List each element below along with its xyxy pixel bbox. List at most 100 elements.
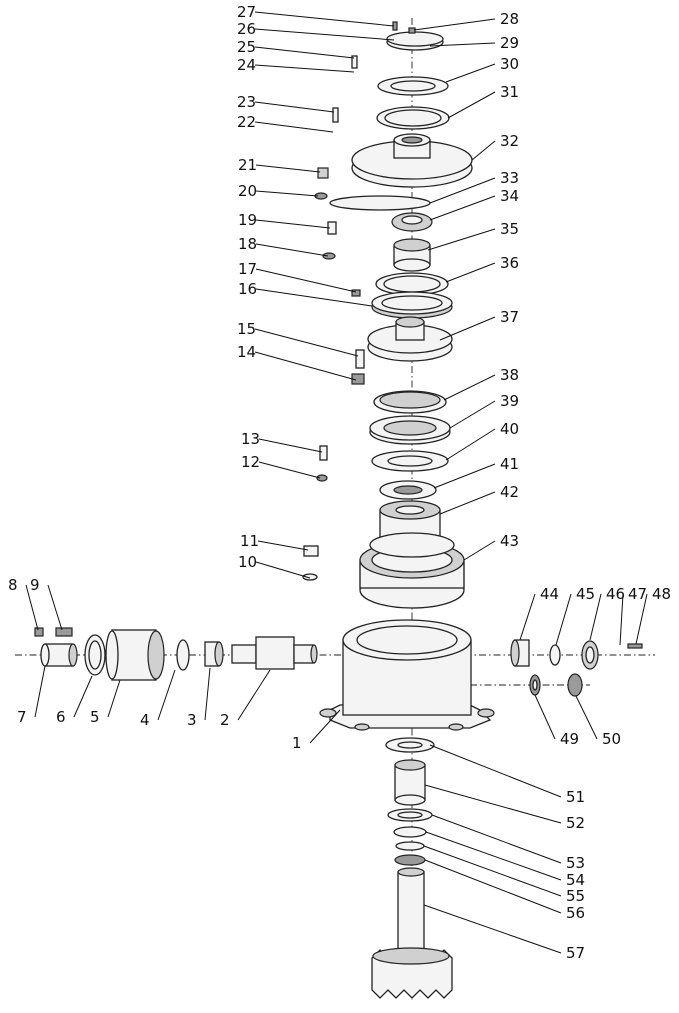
leader-line-33 [429,177,496,204]
callout-label-40: 40 [500,420,519,438]
callout-label-22: 22 [237,113,256,131]
leader-line-44 [519,593,536,641]
callout-label-18: 18 [238,235,257,253]
leader-line-20 [255,190,319,197]
callout-label-48: 48 [652,585,671,603]
callout-label-14: 14 [237,343,256,361]
part-35-bushing [393,238,431,272]
leader-line-27 [254,11,395,27]
callout-label-46: 46 [606,585,625,603]
part-51-washer [385,737,435,753]
part-49-ring [529,674,541,696]
leader-line-11 [257,540,309,551]
part-32-end-plate [351,133,473,188]
leader-line-26 [254,28,395,41]
callout-label-4: 4 [140,711,150,729]
part-57-pinion-shaft [371,867,453,999]
leader-line-24 [254,64,355,73]
leader-line-56 [424,859,562,914]
callout-label-8: 8 [8,576,18,594]
callout-label-52: 52 [566,814,585,832]
callout-label-33: 33 [500,169,519,187]
callout-label-38: 38 [500,366,519,384]
callout-label-37: 37 [500,308,519,326]
callout-label-28: 28 [500,10,519,28]
part-41-plate [379,480,437,500]
leader-line-31 [447,91,496,119]
leader-line-39 [449,400,496,429]
callout-label-24: 24 [237,56,256,74]
leader-line-34 [429,195,496,221]
callout-label-53: 53 [566,854,585,872]
part-48-pin [627,643,643,649]
part-38-ring [373,390,447,414]
leader-line-37 [439,316,496,341]
callout-label-39: 39 [500,392,519,410]
callout-label-1: 1 [292,734,302,752]
callout-label-45: 45 [576,585,595,603]
part-16-17-plates [371,291,453,319]
part-44-bushing [510,639,530,667]
leader-line-6 [73,675,93,718]
part-45-ring [549,644,561,666]
leader-line-38 [443,374,496,401]
leader-line-50 [575,695,598,740]
leader-line-30 [445,63,496,83]
part-43-ring-gear [359,532,465,609]
callout-label-6: 6 [56,708,66,726]
leader-line-28 [413,18,496,31]
callout-label-44: 44 [540,585,559,603]
leader-line-19 [255,219,331,229]
callout-label-11: 11 [240,532,259,550]
part-9-spring [55,627,73,637]
callout-label-31: 31 [500,83,519,101]
callout-label-49: 49 [560,730,579,748]
callout-label-29: 29 [500,34,519,52]
callout-label-5: 5 [90,708,100,726]
leader-line-51 [429,744,562,798]
callout-label-17: 17 [238,260,257,278]
callout-label-25: 25 [237,38,256,56]
callout-label-56: 56 [566,904,585,922]
leader-line-54 [425,831,562,881]
callout-label-57: 57 [566,944,585,962]
callout-label-36: 36 [500,254,519,272]
leader-line-18 [255,243,329,257]
part-34-bearing [391,212,433,232]
leader-line-15 [254,328,359,357]
callout-label-54: 54 [566,871,585,889]
part-7-cap [40,643,78,667]
callout-label-23: 23 [237,93,256,111]
part-46-seal [581,640,599,670]
callout-label-15: 15 [237,320,256,338]
leader-line-21 [255,164,321,173]
leader-line-9 [47,584,63,631]
callout-label-55: 55 [566,887,585,905]
leader-line-45 [555,593,572,646]
leader-line-14 [254,351,357,381]
leader-line-42 [439,491,496,515]
small-fasteners [302,21,416,581]
leader-line-4 [157,669,176,721]
leader-line-29 [429,42,496,47]
leader-line-47 [619,593,624,646]
leader-line-1 [309,709,341,744]
leader-line-40 [445,428,496,461]
callout-label-47: 47 [628,585,647,603]
callout-label-13: 13 [241,430,260,448]
part-8-screw [34,627,44,637]
callout-label-43: 43 [500,532,519,550]
part-29-cover-plate [386,31,444,51]
part-6-gasket [84,634,106,676]
leader-line-52 [424,784,562,824]
leader-line-32 [471,140,496,161]
callout-label-41: 41 [500,455,519,473]
part-30-gasket [377,76,449,96]
leader-line-36 [445,262,496,283]
part-5-cover [105,629,165,681]
part-4-o-ring [176,639,190,671]
leader-line-8 [25,584,39,631]
